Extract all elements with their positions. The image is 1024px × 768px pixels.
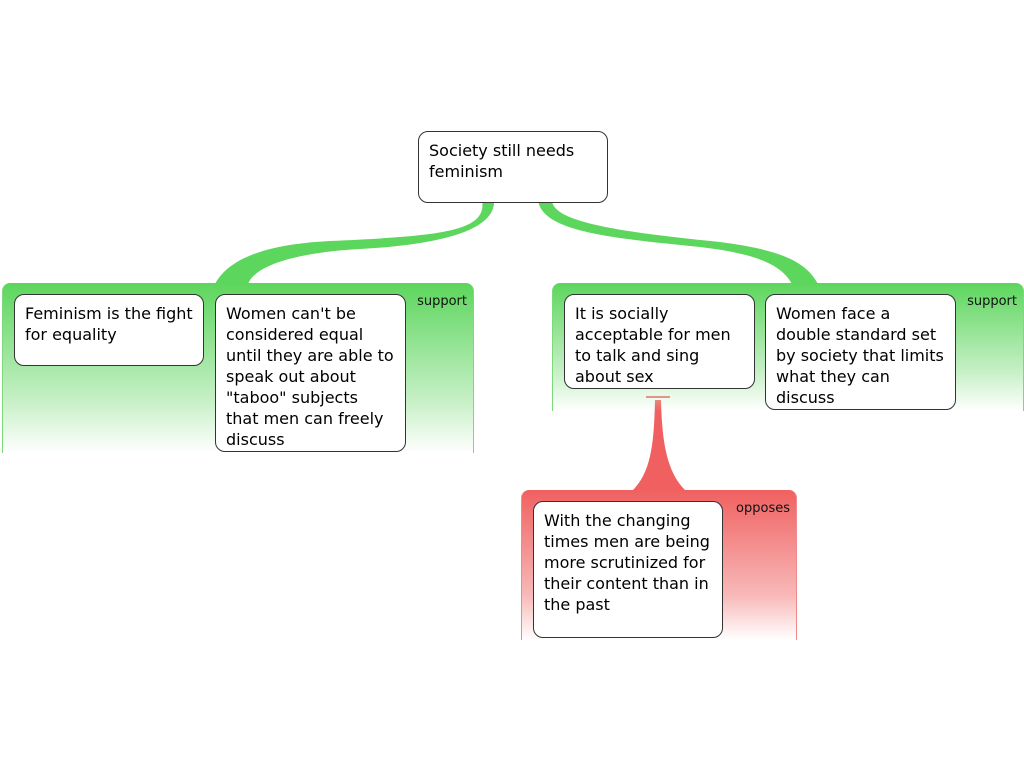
opposes-label: opposes — [736, 501, 790, 516]
reason-claim-equality[interactable]: Feminism is the fight for equality — [14, 294, 204, 366]
objection-claim-men-scrutinized[interactable]: With the changing times men are being mo… — [533, 501, 723, 638]
reason-claim-taboo-subjects[interactable]: Women can't be considered equal until th… — [215, 294, 406, 452]
support-label: support — [967, 294, 1017, 309]
opposes-connector — [632, 400, 686, 491]
reason-claim-men-sing-about-sex[interactable]: It is socially acceptable for men to tal… — [564, 294, 755, 389]
reason-claim-double-standard[interactable]: Women face a double standard set by soci… — [765, 294, 956, 410]
support-connector-left — [215, 200, 495, 284]
support-connector-right — [538, 200, 818, 284]
root-claim[interactable]: Society still needs feminism — [418, 131, 608, 203]
support-label: support — [417, 294, 467, 309]
